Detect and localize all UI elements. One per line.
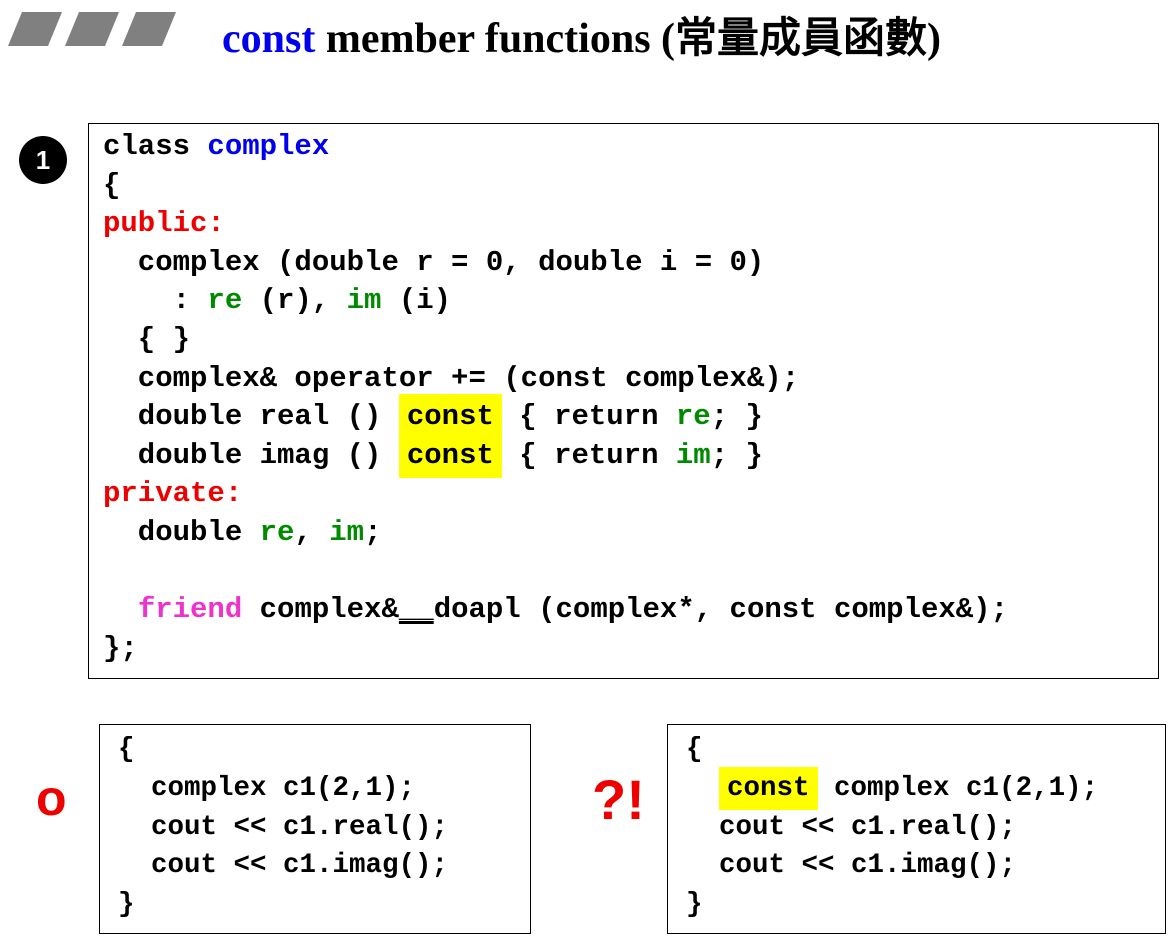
code-line: friend complex&__doapl (complex*, const … — [137, 593, 1008, 627]
public-label: public: — [103, 207, 225, 241]
code-line: cout << c1.real(); — [686, 811, 1017, 843]
class-code: class complex { public: complex (double … — [103, 128, 1008, 668]
code-line: cout << c1.imag(); — [118, 850, 449, 882]
code-line: complex c1(2,1); — [118, 772, 416, 804]
code-line: const complex c1(2,1); — [686, 766, 1098, 810]
const-highlight-object: const — [719, 766, 818, 810]
usage-code: { complex c1(2,1); cout << c1.real(); co… — [118, 731, 448, 925]
code-line: }; — [103, 631, 138, 665]
class-definition-box: class complex { public: complex (double … — [88, 123, 1159, 679]
code-line: double re, im; — [103, 515, 382, 549]
code-line: } — [118, 889, 135, 921]
ok-mark: o — [36, 770, 67, 826]
const-highlight-imag: const — [398, 432, 502, 478]
title-text: member functions (常量成員函數) — [315, 16, 942, 62]
friend-keyword: friend — [137, 593, 243, 627]
const-usage-example-box: { const complex c1(2,1); cout << c1.real… — [667, 724, 1166, 934]
usage-example-box: { complex c1(2,1); cout << c1.real(); co… — [99, 724, 531, 934]
slide-title: const member functions (常量成員函數) — [222, 4, 941, 65]
title-keyword: const — [222, 16, 316, 62]
decorative-stripes-icon — [8, 12, 176, 46]
code-line: complex (double r = 0, double i = 0) — [103, 245, 765, 279]
code-line: class complex — [103, 130, 330, 163]
code-line: { — [686, 734, 703, 765]
code-line: double real () const { return re; } — [103, 394, 763, 440]
question-mark: ?! — [592, 768, 645, 831]
private-label: private: — [103, 477, 243, 511]
code-line: } — [686, 889, 703, 921]
code-line: double imag () const { return im; } — [103, 432, 763, 478]
const-usage-code: { const complex c1(2,1); cout << c1.real… — [686, 731, 1098, 925]
code-line: { — [118, 734, 135, 765]
code-line: : re (r), im (i) — [103, 284, 452, 318]
code-line: complex& operator += (const complex&); — [103, 361, 800, 395]
code-line: cout << c1.imag(); — [686, 850, 1017, 882]
code-line: { } — [103, 322, 191, 356]
step-number-badge: 1 — [19, 136, 67, 184]
underscores: __ — [398, 593, 434, 627]
const-highlight-real: const — [398, 394, 502, 440]
class-name: complex — [207, 130, 330, 163]
code-line: { — [103, 168, 121, 202]
code-line: cout << c1.real(); — [118, 811, 449, 843]
